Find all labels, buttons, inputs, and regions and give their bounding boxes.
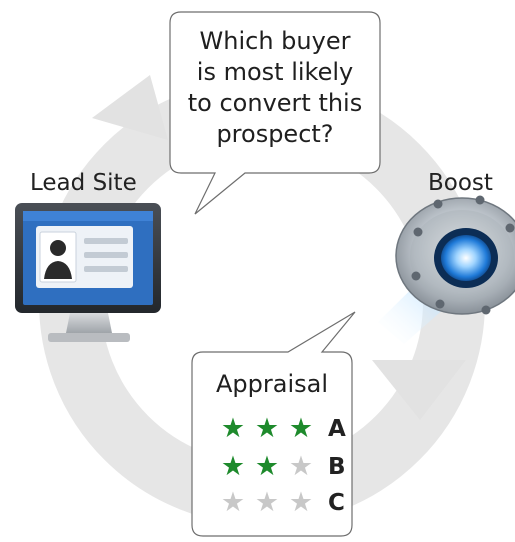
arrowhead-right (372, 360, 466, 420)
grade-label: C (328, 490, 345, 516)
grade-label: A (328, 416, 346, 442)
star-icon: ★ (220, 487, 246, 518)
star-icon: ★ (288, 487, 314, 518)
star-icon: ★ (220, 451, 246, 482)
question-line-3: to convert this (187, 89, 363, 117)
rating-row-a: ★ ★ ★ A (216, 414, 346, 444)
question-bubble (169, 11, 381, 215)
monitor-contact-card-icon (15, 203, 161, 342)
star-icon: ★ (288, 451, 314, 482)
lead-site-label: Lead Site (30, 170, 137, 196)
appraisal-bubble (191, 311, 356, 537)
question-line-2: is most likely (196, 58, 354, 86)
question-line-4: prospect? (216, 120, 334, 148)
question-text: Which buyer is most likely to convert th… (170, 26, 380, 150)
star-icon: ★ (254, 487, 280, 518)
boost-label: Boost (428, 170, 493, 196)
rating-row-c: ★ ★ ★ C (216, 488, 345, 518)
rating-row-b: ★ ★ ★ B (216, 452, 346, 482)
question-line-1: Which buyer (199, 27, 351, 55)
grade-label: B (328, 454, 346, 480)
star-icon: ★ (288, 413, 314, 444)
arrowhead-top-left (92, 75, 168, 140)
star-icon: ★ (220, 413, 246, 444)
star-icon: ★ (254, 413, 280, 444)
flange-light-beam-icon (378, 195, 515, 344)
star-icon: ★ (254, 451, 280, 482)
appraisal-title: Appraisal (215, 370, 328, 398)
